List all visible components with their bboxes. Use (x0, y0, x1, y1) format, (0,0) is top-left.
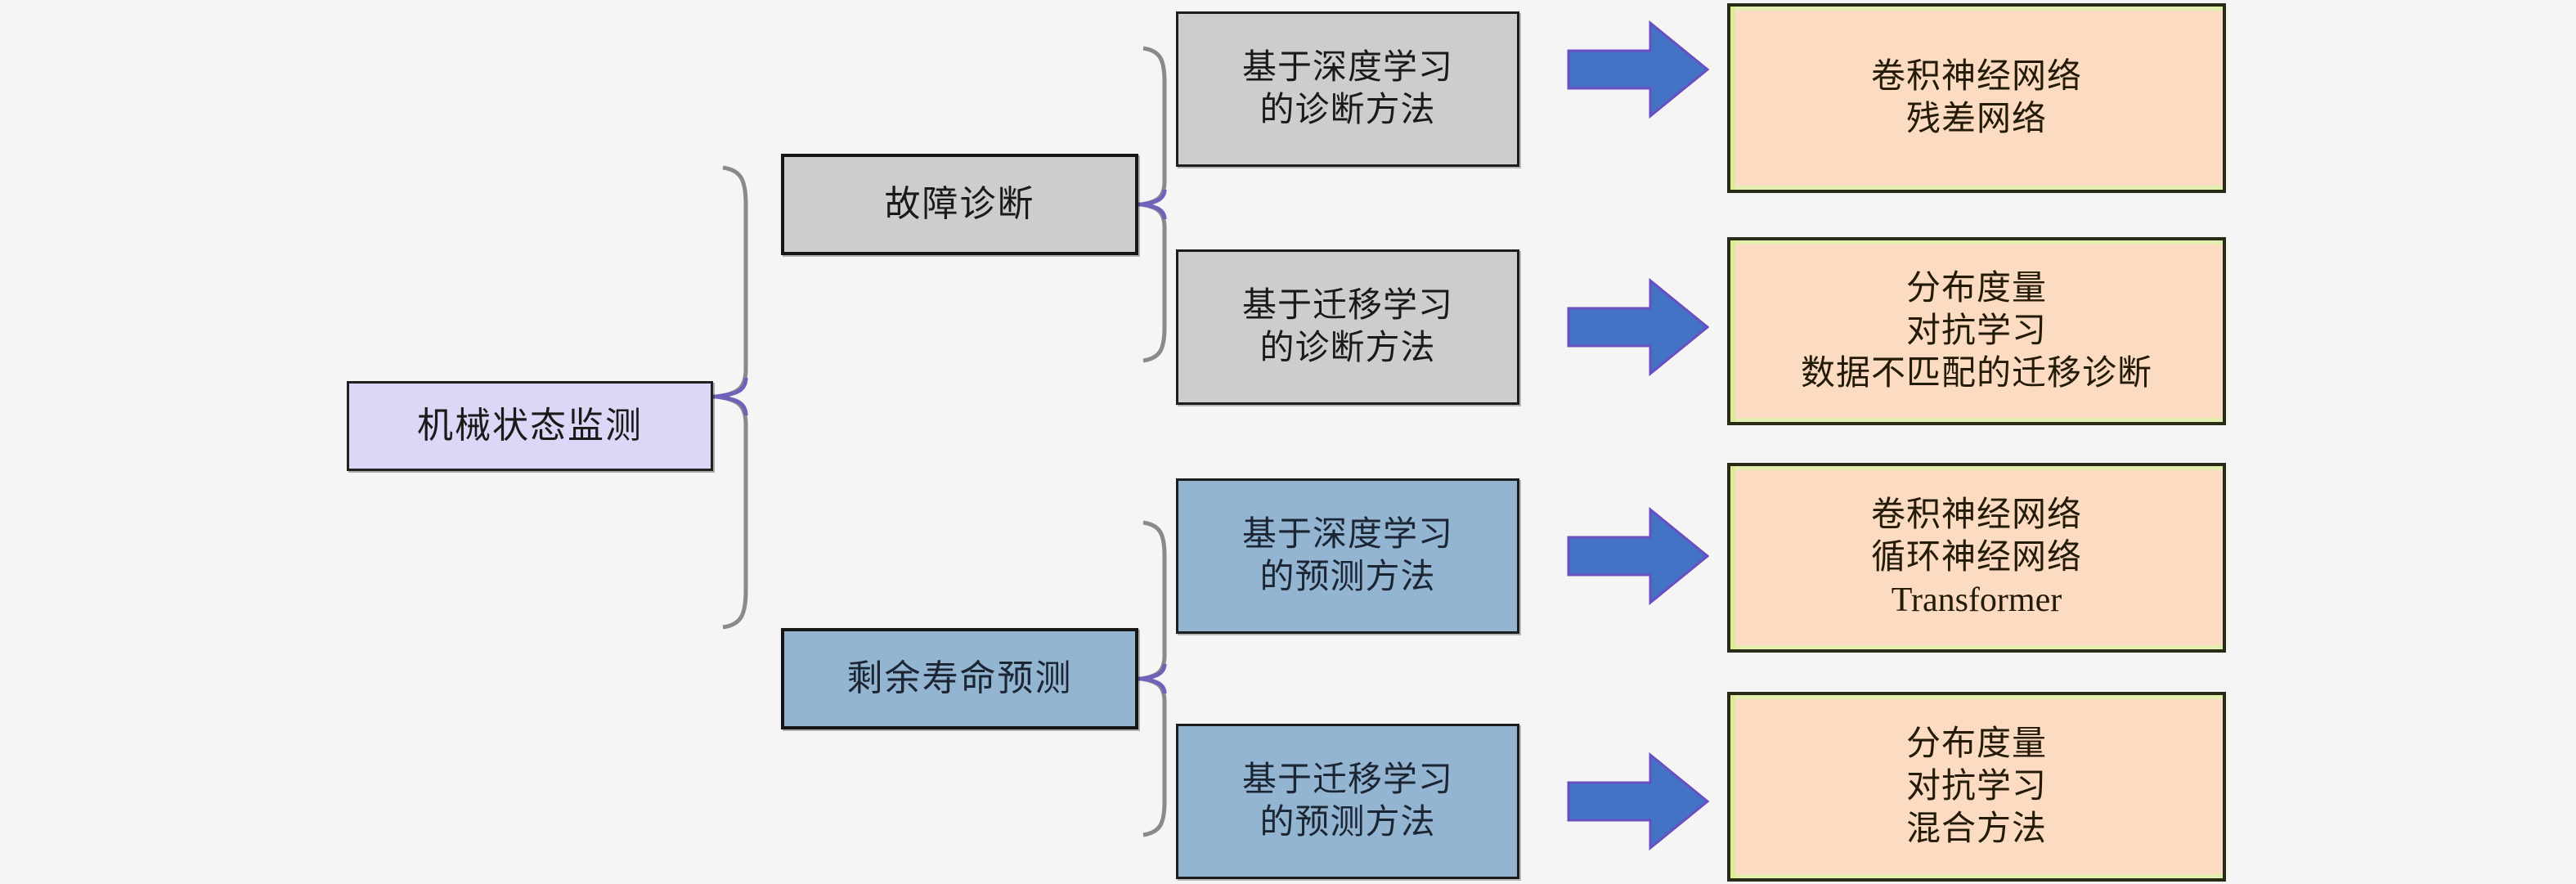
node-root[interactable]: 机械状态监测 (347, 381, 713, 471)
node-outcome-line: 循环神经网络 (1870, 538, 2082, 577)
node-method-deep-learning-prediction[interactable]: 基于深度学习 的预测方法 (1176, 478, 1519, 634)
brace-root (716, 165, 748, 630)
node-outcome-dl-diagnosis[interactable]: 卷积神经网络 残差网络 (1727, 3, 2226, 193)
node-method-line: 基于深度学习 (1241, 48, 1453, 87)
node-outcome-line: 对抗学习 (1905, 767, 2047, 805)
node-outcome-tl-diagnosis[interactable]: 分布度量 对抗学习 数据不匹配的迁移诊断 (1727, 237, 2226, 425)
node-outcome-line: 数据不匹配的迁移诊断 (1800, 355, 2152, 393)
node-outcome-dl-prediction[interactable]: 卷积神经网络 循环神经网络 Transformer (1727, 463, 2226, 653)
brace-branch-diagnosis (1141, 46, 1167, 363)
node-outcome-tl-prediction[interactable]: 分布度量 对抗学习 混合方法 (1727, 692, 2226, 882)
arrow-row-1 (1567, 20, 1710, 119)
node-outcome-line: 混合方法 (1905, 810, 2047, 849)
node-root-label: 机械状态监测 (417, 405, 643, 446)
arrow-row-4 (1567, 752, 1710, 851)
node-method-line: 基于迁移学习 (1241, 286, 1453, 325)
node-method-transfer-learning-prediction[interactable]: 基于迁移学习 的预测方法 (1176, 724, 1519, 879)
node-method-line: 的诊断方法 (1259, 330, 1436, 367)
node-method-line: 的预测方法 (1259, 804, 1436, 841)
node-method-line: 基于迁移学习 (1241, 761, 1453, 799)
node-outcome-line: 卷积神经网络 (1870, 57, 2082, 96)
node-outcome-line: 分布度量 (1905, 269, 2047, 307)
node-method-transfer-learning-diagnosis[interactable]: 基于迁移学习 的诊断方法 (1176, 249, 1519, 405)
node-outcome-line: Transformer (1891, 581, 2062, 620)
node-branch-label: 剩余寿命预测 (846, 657, 1073, 698)
node-branch-label: 故障诊断 (884, 183, 1035, 224)
node-outcome-line: 残差网络 (1905, 101, 2047, 138)
node-method-line: 的诊断方法 (1259, 92, 1436, 129)
node-branch-rul-prediction[interactable]: 剩余寿命预测 (781, 628, 1138, 729)
node-outcome-line: 对抗学习 (1905, 312, 2047, 350)
node-method-deep-learning-diagnosis[interactable]: 基于深度学习 的诊断方法 (1176, 11, 1519, 167)
node-method-line: 的预测方法 (1259, 559, 1436, 596)
node-outcome-line: 分布度量 (1905, 725, 2047, 763)
node-branch-fault-diagnosis[interactable]: 故障诊断 (781, 154, 1138, 255)
node-method-line: 基于深度学习 (1241, 515, 1453, 554)
arrow-row-2 (1567, 277, 1710, 377)
brace-branch-rul (1141, 520, 1167, 837)
node-outcome-line: 卷积神经网络 (1870, 496, 2082, 534)
arrow-row-3 (1567, 506, 1710, 606)
